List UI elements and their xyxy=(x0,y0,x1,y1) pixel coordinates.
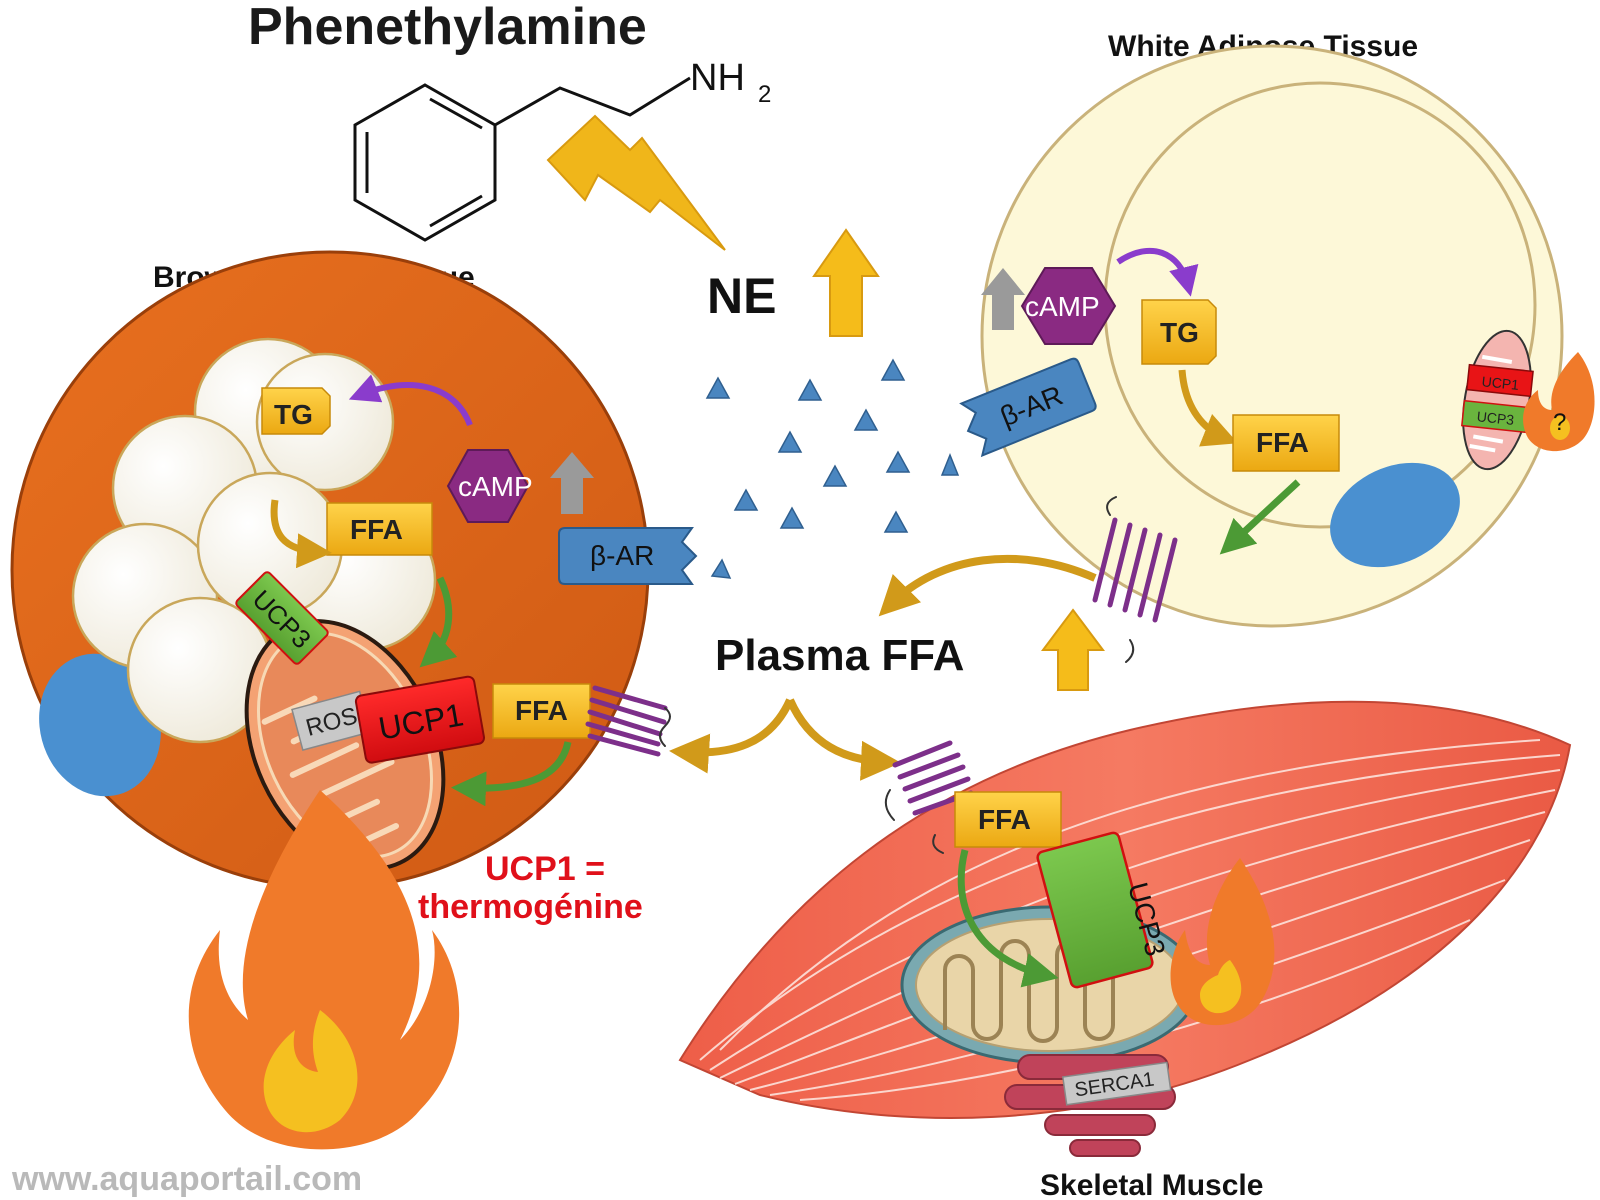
brown-camp-to-tg-arrow xyxy=(348,374,473,427)
brown-tg-label: TG xyxy=(274,399,313,430)
ne-molecule-icon xyxy=(940,452,960,476)
plasma-ffa-increase-arrow-icon xyxy=(1041,608,1105,691)
plasma-to-muscle-arrow xyxy=(786,698,901,781)
brown-fatty-acid-transporter xyxy=(585,685,671,757)
ne-molecule-icon xyxy=(822,464,848,487)
brown-ucp1-box xyxy=(354,675,486,764)
brown-camp-label: cAMP xyxy=(458,471,533,502)
white-ffa-box xyxy=(1232,414,1340,472)
white-flame-icon xyxy=(1523,352,1595,452)
serca1-box xyxy=(1061,1061,1172,1106)
brown-ffa-label: FFA xyxy=(350,514,403,545)
muscle-ffa-to-mito-arrow xyxy=(957,849,1059,988)
white-ffa-to-transporter-arrow xyxy=(1219,479,1301,555)
white-ucp1-label: UCP1 xyxy=(1481,373,1520,393)
white-fatty-acid-transporter xyxy=(1092,496,1178,663)
brown-flame-icon xyxy=(188,790,460,1150)
white-ucp1-box xyxy=(1465,363,1534,398)
muscle-ffa-box xyxy=(954,791,1062,848)
white-camp-increase-arrow-icon xyxy=(981,268,1025,330)
ne-increase-arrow-icon xyxy=(812,228,880,337)
white-question-mark: ? xyxy=(1553,409,1566,436)
ne-molecule-icon xyxy=(710,558,732,579)
white-tg-box xyxy=(1141,299,1217,365)
brown-ffa-transport-label: FFA xyxy=(515,695,568,726)
ne-molecule-icon xyxy=(705,376,731,399)
white-camp-hexagon xyxy=(1020,267,1117,345)
brown-camp-increase-arrow-icon xyxy=(550,452,594,514)
plasma-ffa-label: Plasma FFA xyxy=(715,631,964,680)
white-ucp3-label: UCP3 xyxy=(1476,408,1515,428)
ne-molecule-icon xyxy=(797,378,823,401)
white-tg-label: TG xyxy=(1160,317,1199,348)
page-title: Phenethylamine xyxy=(248,0,647,56)
ne-molecule-icon xyxy=(777,430,803,453)
lightning-bolt-icon xyxy=(546,114,726,251)
white-camp-to-tg-arrow xyxy=(1116,247,1199,297)
ne-molecule-icon xyxy=(733,488,759,511)
brown-beta-ar-label: β-AR xyxy=(590,540,654,571)
brown-ucp3-box xyxy=(235,571,329,665)
ucp1-note-line2: thermogénine xyxy=(418,888,643,926)
muscle-ffa-label: FFA xyxy=(978,804,1031,835)
white-to-plasma-arrow xyxy=(878,554,1097,617)
brown-ffa-box xyxy=(326,502,433,556)
brown-tg-to-ffa-arrow xyxy=(270,499,332,569)
white-nucleus xyxy=(1330,462,1460,568)
ne-molecule-icon xyxy=(779,506,805,529)
amine-group-label: NH xyxy=(690,57,745,99)
brown-ffa-to-mito-arrow xyxy=(419,576,458,668)
amine-subscript: 2 xyxy=(758,81,771,108)
white-camp-label: cAMP xyxy=(1025,291,1100,322)
ne-molecule-icon xyxy=(853,408,879,431)
brown-ffa-transport-box xyxy=(492,683,591,739)
ucp1-note-line1: UCP1 = xyxy=(485,850,605,888)
white-tg-to-ffa-arrow xyxy=(1178,369,1238,447)
ne-molecules xyxy=(705,358,960,579)
ne-molecule-icon xyxy=(885,450,911,473)
white-beta-ar-receptor xyxy=(959,357,1097,458)
muscle-ucp3-box xyxy=(1036,831,1154,989)
ne-molecule-icon xyxy=(880,358,906,381)
brown-beta-ar-receptor xyxy=(558,527,698,585)
brown-ffa2-to-mito-arrow xyxy=(451,741,572,807)
white-ffa-label: FFA xyxy=(1256,427,1309,458)
muscle-flame-icon xyxy=(1170,858,1275,1026)
website-watermark: www.aquaportail.com xyxy=(11,1160,362,1198)
muscle-title: Skeletal Muscle xyxy=(1040,1169,1263,1200)
ne-label: NE xyxy=(707,268,776,324)
brown-camp-hexagon xyxy=(446,449,530,523)
ne-molecule-icon xyxy=(883,510,909,533)
plasma-to-brown-arrow xyxy=(669,698,794,774)
brown-tg-box xyxy=(261,387,331,435)
phenethylamine-structure-icon xyxy=(353,76,691,242)
